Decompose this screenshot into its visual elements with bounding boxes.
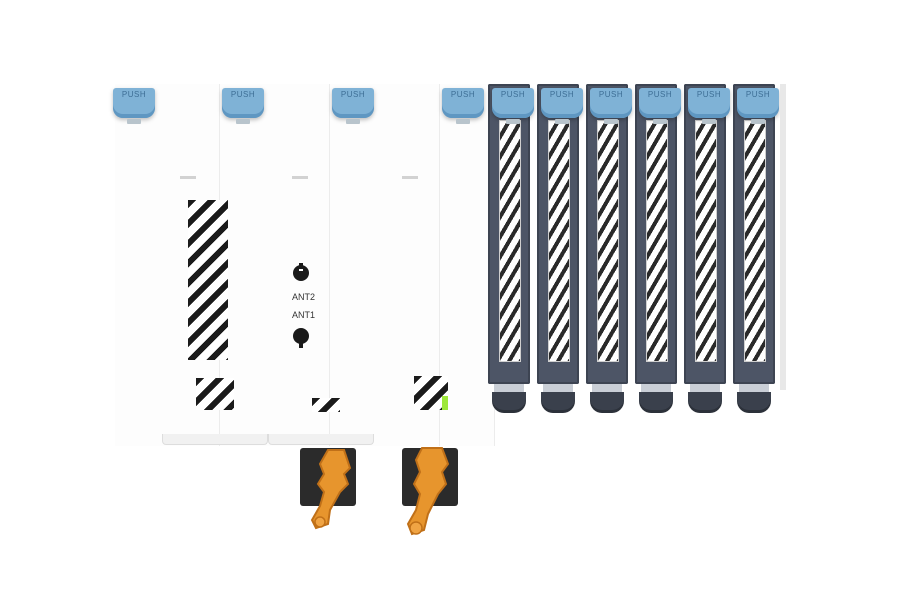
push-release-tab[interactable]: PUSH bbox=[639, 88, 681, 124]
base-clip bbox=[268, 434, 374, 445]
push-release-tab[interactable]: PUSH bbox=[688, 88, 730, 124]
push-label: PUSH bbox=[598, 90, 624, 99]
strain-relief-clip bbox=[398, 444, 464, 542]
end-cap bbox=[780, 84, 786, 390]
io-connector bbox=[639, 392, 673, 410]
vent-slit bbox=[180, 176, 196, 179]
push-release-tab[interactable]: PUSH bbox=[442, 88, 484, 124]
io-module bbox=[635, 84, 677, 394]
push-label: PUSH bbox=[500, 90, 526, 99]
port-block-cpu bbox=[188, 200, 228, 360]
vent-slit bbox=[402, 176, 418, 179]
push-release-tab[interactable]: PUSH bbox=[332, 88, 374, 124]
io-module bbox=[488, 84, 530, 394]
push-label: PUSH bbox=[230, 90, 256, 99]
push-label: PUSH bbox=[647, 90, 673, 99]
status-led bbox=[442, 396, 448, 410]
push-release-tab[interactable]: PUSH bbox=[737, 88, 779, 124]
io-connector bbox=[590, 392, 624, 410]
push-label: PUSH bbox=[340, 90, 366, 99]
push-label: PUSH bbox=[450, 90, 476, 99]
io-module bbox=[586, 84, 628, 394]
antenna-label-1: ANT1 bbox=[292, 310, 316, 320]
port-lower-antenna bbox=[312, 398, 340, 412]
module-end bbox=[440, 84, 495, 446]
module-antenna bbox=[220, 84, 330, 446]
strain-relief-clip bbox=[300, 444, 366, 534]
push-release-tab[interactable]: PUSH bbox=[541, 88, 583, 124]
antenna-connector-icon bbox=[288, 326, 314, 348]
antenna-connector-icon bbox=[288, 262, 314, 282]
push-label: PUSH bbox=[121, 90, 147, 99]
io-module bbox=[684, 84, 726, 394]
push-label: PUSH bbox=[549, 90, 575, 99]
push-label: PUSH bbox=[696, 90, 722, 99]
io-connector bbox=[737, 392, 771, 410]
vent-slit bbox=[292, 176, 308, 179]
port-lower-cpu bbox=[196, 378, 234, 410]
push-release-tab[interactable]: PUSH bbox=[590, 88, 632, 124]
push-release-tab[interactable]: PUSH bbox=[113, 88, 155, 124]
io-connector bbox=[688, 392, 722, 410]
push-label: PUSH bbox=[745, 90, 771, 99]
io-connector bbox=[492, 392, 526, 410]
io-module bbox=[733, 84, 775, 394]
antenna-label-2: ANT2 bbox=[292, 292, 316, 302]
push-release-tab[interactable]: PUSH bbox=[492, 88, 534, 124]
base-clip bbox=[162, 434, 268, 445]
io-module bbox=[537, 84, 579, 394]
io-connector bbox=[541, 392, 575, 410]
push-release-tab[interactable]: PUSH bbox=[222, 88, 264, 124]
